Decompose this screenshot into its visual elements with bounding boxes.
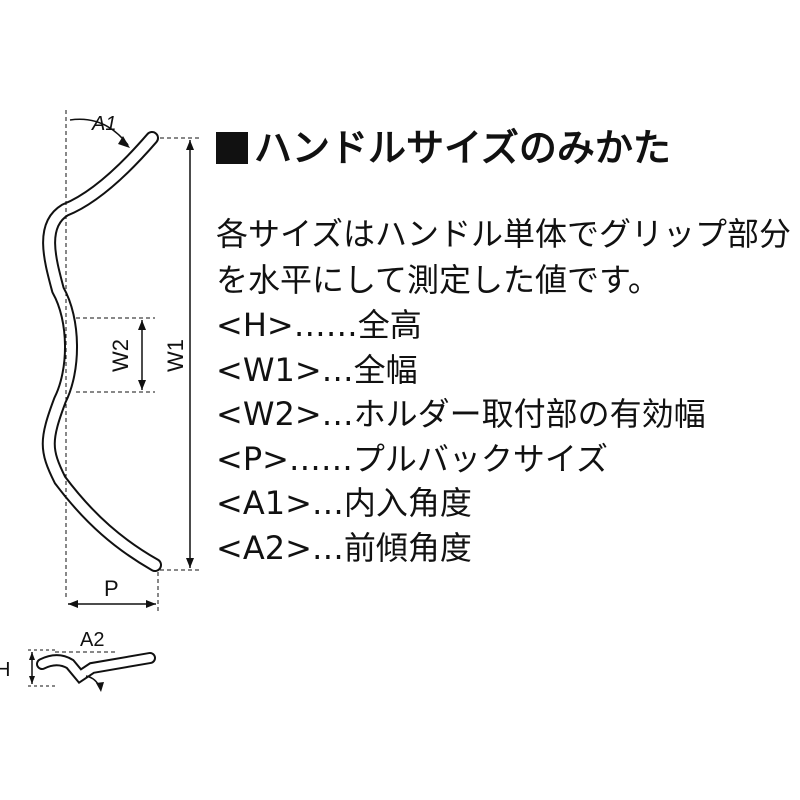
legend-key: <W2>	[216, 395, 322, 433]
w1-label: W1	[163, 339, 188, 372]
legend-meaning: 全高	[357, 306, 422, 344]
description: 各サイズはハンドル単体でグリップ部分 を水平にして測定した値です。	[216, 211, 791, 303]
legend-key: <W1>	[216, 350, 322, 389]
heading-text: ハンドルサイズのみかた	[254, 126, 671, 170]
heading-square-icon	[216, 132, 248, 164]
legend-dots: ……	[293, 306, 358, 344]
legend-dots: …	[321, 350, 354, 389]
a1-arrowhead	[118, 136, 130, 148]
w2-label: W2	[108, 339, 133, 372]
section-heading: ハンドルサイズのみかた	[216, 121, 671, 175]
legend-meaning: ホルダー取付部の有効幅	[353, 395, 706, 433]
a1-label: A1	[91, 113, 116, 135]
legend-meaning: 内入角度	[343, 484, 472, 522]
h-label: H	[0, 659, 10, 681]
p-arrow-left	[68, 600, 78, 608]
a2-arrowhead	[96, 682, 104, 692]
handlebar-inner	[43, 133, 160, 570]
w2-arrow-top	[138, 320, 146, 330]
dimension-legend: <H>……全高 <W1>…全幅 <W2>…ホルダー取付部の有効幅 <P>……プル…	[216, 303, 706, 570]
legend-meaning: 全幅	[353, 350, 418, 389]
h-arrow-top	[29, 652, 35, 660]
w1-arrow-top	[186, 140, 194, 150]
legend-dots: …	[311, 528, 344, 567]
legend-item-w1: <W1>…全幅	[216, 348, 706, 393]
handlebar-outline	[41, 131, 162, 572]
legend-key: <H>	[216, 306, 294, 344]
p-label: P	[104, 576, 119, 601]
legend-meaning: 前傾角度	[343, 528, 472, 567]
w2-arrow-bottom	[138, 380, 146, 390]
legend-key: <A1>	[216, 484, 312, 522]
legend-dots: …	[321, 395, 354, 433]
legend-dots: ……	[288, 439, 353, 478]
w1-arrow-bottom	[186, 558, 194, 568]
description-line-1: 各サイズはハンドル単体でグリップ部分	[216, 215, 792, 253]
legend-dots: …	[311, 484, 344, 522]
legend-meaning: プルバックサイズ	[352, 439, 608, 478]
legend-key: <A2>	[216, 528, 312, 567]
description-line-2: を水平にして測定した値です。	[216, 261, 660, 299]
legend-item-a1: <A1>…内入角度	[216, 481, 706, 526]
legend-key: <P>	[216, 439, 289, 478]
legend-item-w2: <W2>…ホルダー取付部の有効幅	[216, 392, 706, 437]
legend-item-a2: <A2>…前傾角度	[216, 526, 706, 571]
legend-item-h: <H>……全高	[216, 303, 706, 348]
p-arrow-right	[146, 600, 156, 608]
a2-label: A2	[80, 629, 104, 651]
legend-item-p: <P>……プルバックサイズ	[216, 437, 706, 482]
side-view-handlebar-inner	[38, 654, 154, 682]
h-arrow-bottom	[29, 676, 35, 684]
